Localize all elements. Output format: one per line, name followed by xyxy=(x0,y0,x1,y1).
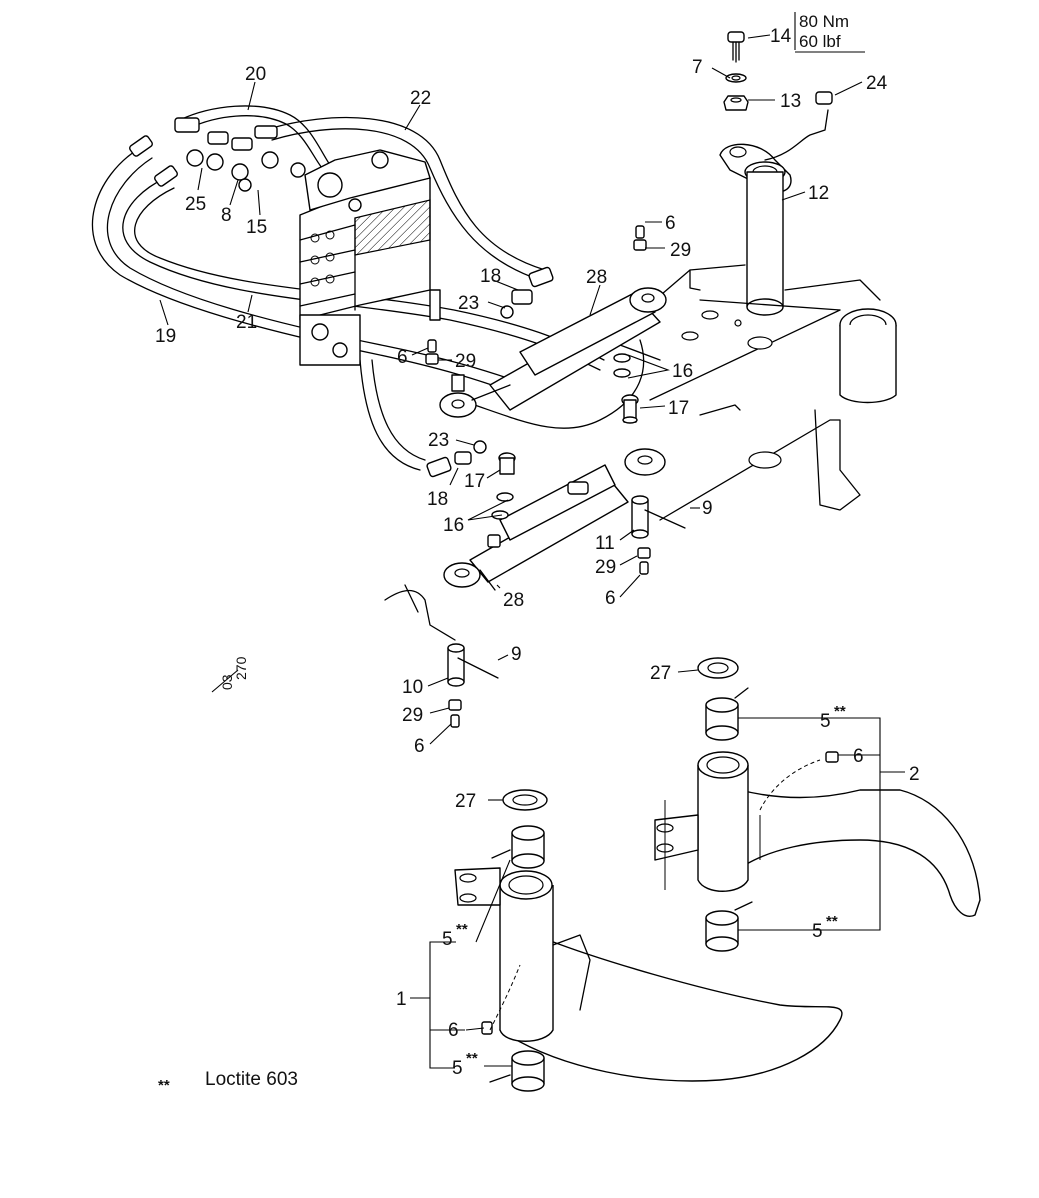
hose-fittings xyxy=(129,117,554,478)
callout-18-a: 18 xyxy=(480,266,501,287)
callout-labels: 14 7 13 24 12 20 22 25 8 15 6 29 18 23 2… xyxy=(155,26,920,1079)
callout-25: 25 xyxy=(185,194,206,215)
callout-18-b: 18 xyxy=(427,489,448,510)
callout-12: 12 xyxy=(808,183,829,204)
stars-5-d: ** xyxy=(466,1050,478,1067)
callout-9-a: 9 xyxy=(702,498,713,519)
callout-22: 22 xyxy=(410,88,431,109)
legend-marker: ** xyxy=(158,1077,170,1094)
callout-5-d: 5 xyxy=(452,1058,463,1079)
callout-6-a: 6 xyxy=(665,213,676,234)
callout-29-d: 29 xyxy=(402,705,423,726)
stars-5-b: ** xyxy=(826,913,838,930)
callout-10: 10 xyxy=(402,677,423,698)
callout-28-b: 28 xyxy=(503,590,524,611)
bushings-fork-2 xyxy=(697,657,753,952)
torque-spec: 80 Nm 60 lbf xyxy=(799,12,849,51)
callout-16-b: 16 xyxy=(443,515,464,536)
grease-nipples xyxy=(425,225,839,1035)
legend: ** Loctite 603 xyxy=(158,1069,298,1094)
drawing-ref-number: 03 xyxy=(219,674,235,690)
chassis-frame xyxy=(619,264,897,521)
callout-15: 15 xyxy=(246,217,267,238)
callout-5-b: 5 xyxy=(812,921,823,942)
callout-6-f: 6 xyxy=(448,1020,459,1041)
control-valve-block xyxy=(299,149,441,366)
pin-washer-group xyxy=(384,353,686,687)
steering-fork-2 xyxy=(654,751,981,917)
callout-27-b: 27 xyxy=(455,791,476,812)
callout-6-b: 6 xyxy=(397,347,408,368)
leader-lines xyxy=(159,12,905,1069)
hose-22 xyxy=(264,116,546,281)
callout-13: 13 xyxy=(780,91,801,112)
callout-29-b: 29 xyxy=(455,351,476,372)
drawing-ref-sheet: 270 xyxy=(233,656,249,680)
callout-5-c: 5 xyxy=(442,929,453,950)
callout-17-b: 17 xyxy=(464,471,485,492)
hose-20 xyxy=(179,105,331,169)
callout-2: 2 xyxy=(909,764,920,785)
callout-17-a: 17 xyxy=(668,398,689,419)
steering-cylinder-28-upper xyxy=(439,287,667,418)
callout-27-a: 27 xyxy=(650,663,671,684)
callout-23-b: 23 xyxy=(428,430,449,451)
steering-fork-1 xyxy=(454,867,843,1082)
callout-16-a: 16 xyxy=(672,361,693,382)
callout-28-a: 28 xyxy=(586,267,607,288)
callout-9-b: 9 xyxy=(511,644,522,665)
torque-lbf: 60 lbf xyxy=(799,32,841,51)
bushings-fork-1 xyxy=(489,789,548,1092)
callout-19: 19 xyxy=(155,326,176,347)
callout-6-d: 6 xyxy=(414,736,425,757)
callout-23-a: 23 xyxy=(458,293,479,314)
bolt-stack-14-7-13 xyxy=(723,31,749,111)
stars-5-a: ** xyxy=(834,703,846,720)
callout-7: 7 xyxy=(692,57,703,78)
torque-nm: 80 Nm xyxy=(799,12,849,31)
hose-19 xyxy=(91,147,526,396)
legend-text: Loctite 603 xyxy=(205,1069,298,1090)
callout-29-a: 29 xyxy=(670,240,691,261)
stars-5-c: ** xyxy=(456,921,468,938)
hose-lower xyxy=(359,339,645,471)
king-pin-12 xyxy=(719,91,833,316)
callout-5-a: 5 xyxy=(820,711,831,732)
callout-6-e: 6 xyxy=(853,746,864,767)
callout-24: 24 xyxy=(866,73,888,94)
drawing-reference: 03 270 xyxy=(211,656,249,693)
callout-29-c: 29 xyxy=(595,557,616,578)
callout-11: 11 xyxy=(595,533,615,554)
grease-nipple-24 xyxy=(815,91,833,105)
callout-20: 20 xyxy=(245,64,266,85)
callout-1: 1 xyxy=(396,989,407,1010)
callout-14: 14 xyxy=(770,26,792,47)
steering-cylinder-28-lower xyxy=(443,448,666,591)
callout-21: 21 xyxy=(236,312,257,333)
callout-6-c: 6 xyxy=(605,588,616,609)
callout-8: 8 xyxy=(221,205,232,226)
